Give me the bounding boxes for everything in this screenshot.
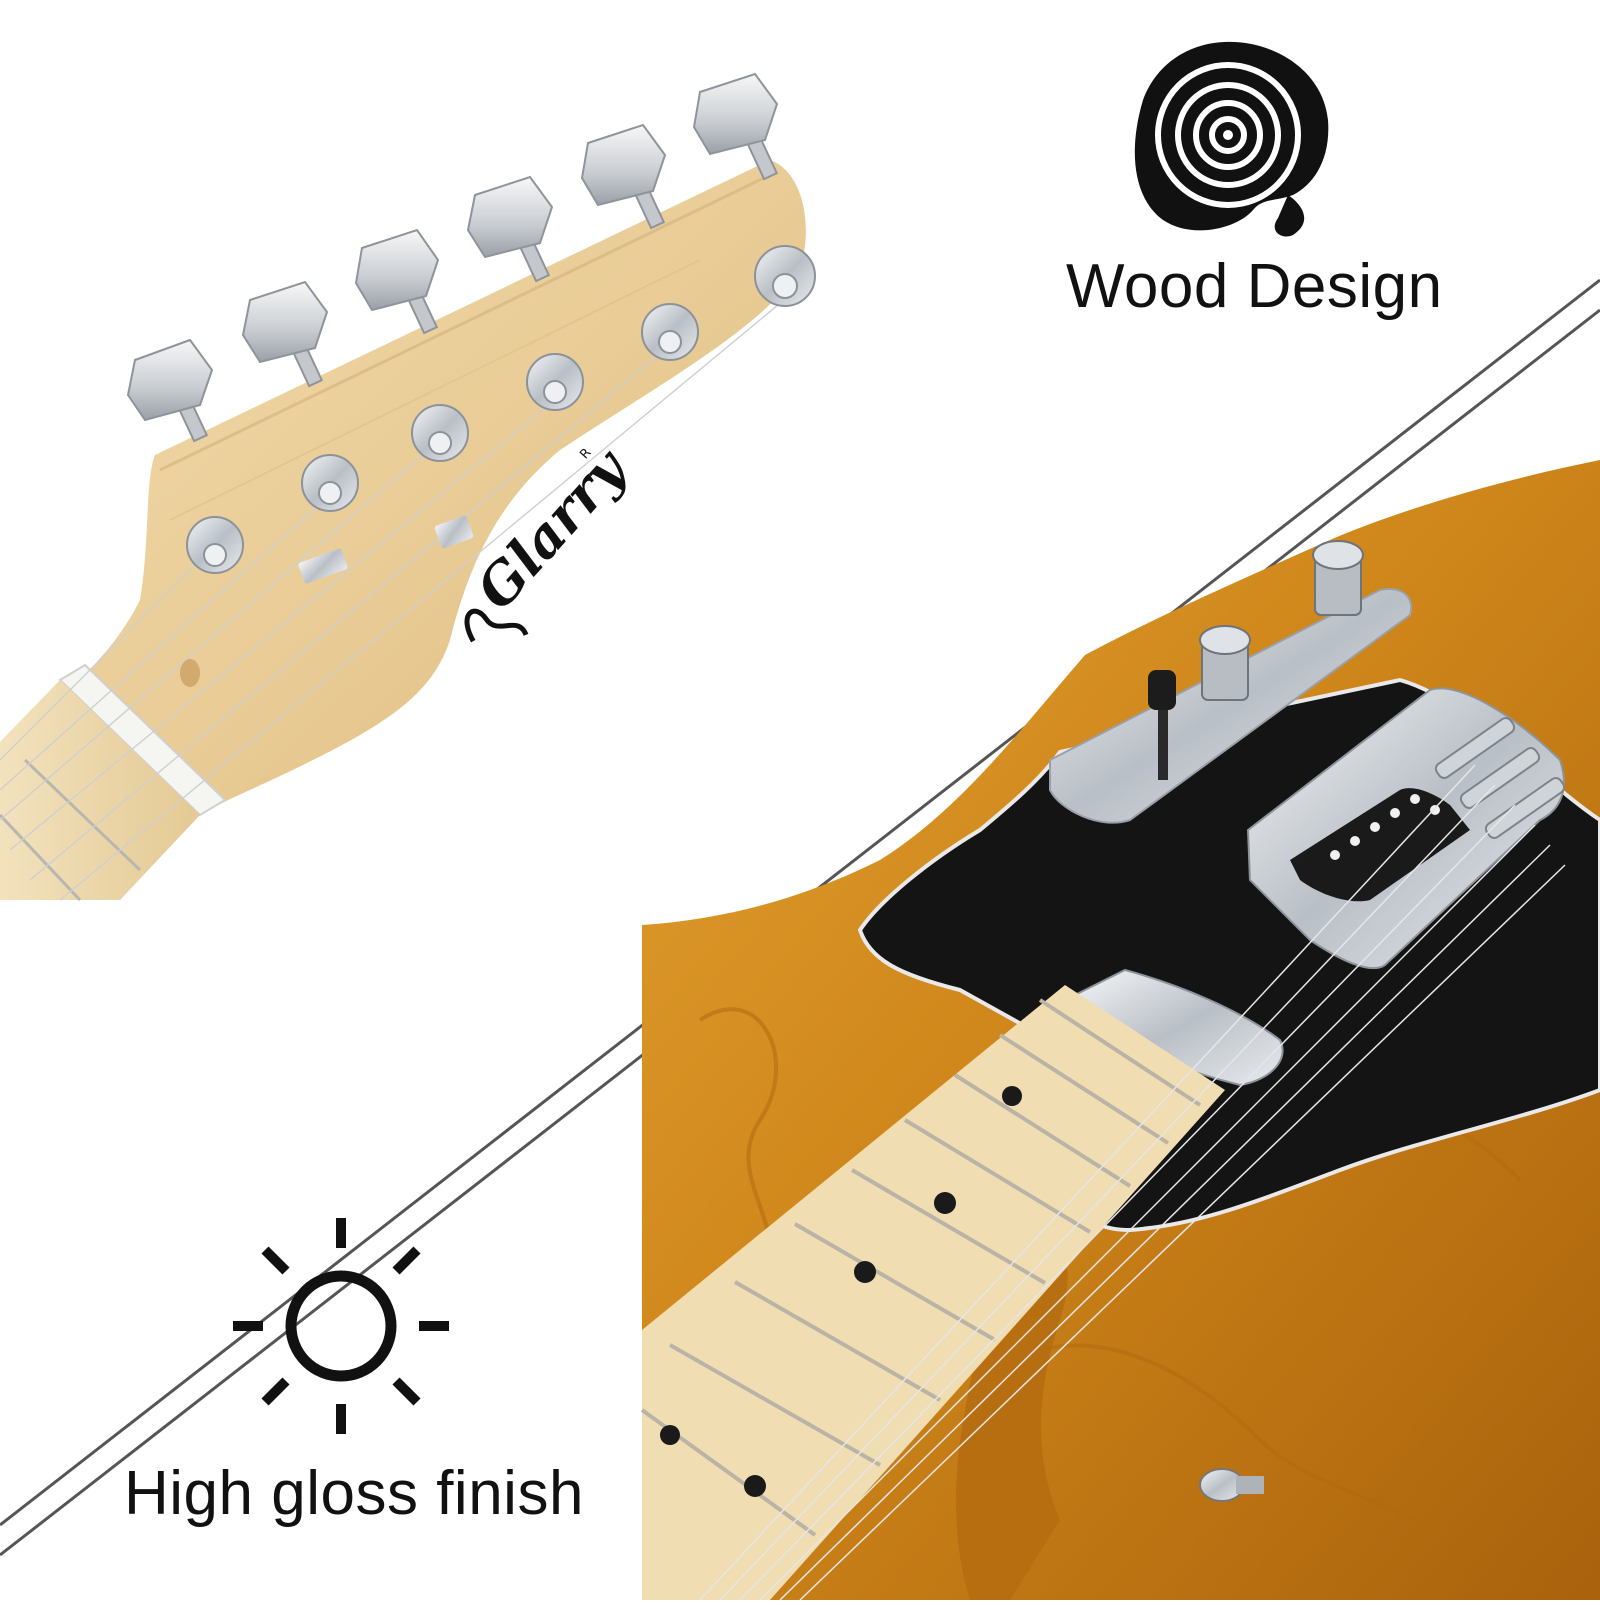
wood-design-label: Wood Design xyxy=(1066,252,1443,321)
guitar-body-closeup xyxy=(640,460,1600,1601)
high-gloss-finish-label: High gloss finish xyxy=(124,1459,584,1528)
tuner-posts xyxy=(186,245,816,574)
pickup-selector xyxy=(1148,670,1176,780)
control-knobs xyxy=(1199,540,1364,701)
sun-icon xyxy=(233,1218,449,1434)
control-plate xyxy=(1049,588,1413,824)
fret-markers xyxy=(660,1086,1022,1497)
tree-rings-icon xyxy=(1134,41,1329,237)
guitar-headstock: Glarry R xyxy=(0,72,816,902)
fretboard xyxy=(642,985,1225,1600)
headstock-neck xyxy=(0,680,200,900)
bridge-saddles xyxy=(1434,716,1566,840)
bridge-pickup xyxy=(1290,788,1470,902)
strap-button xyxy=(1199,1468,1264,1502)
tuner-keys xyxy=(126,72,779,443)
headstock-wood xyxy=(0,160,806,900)
